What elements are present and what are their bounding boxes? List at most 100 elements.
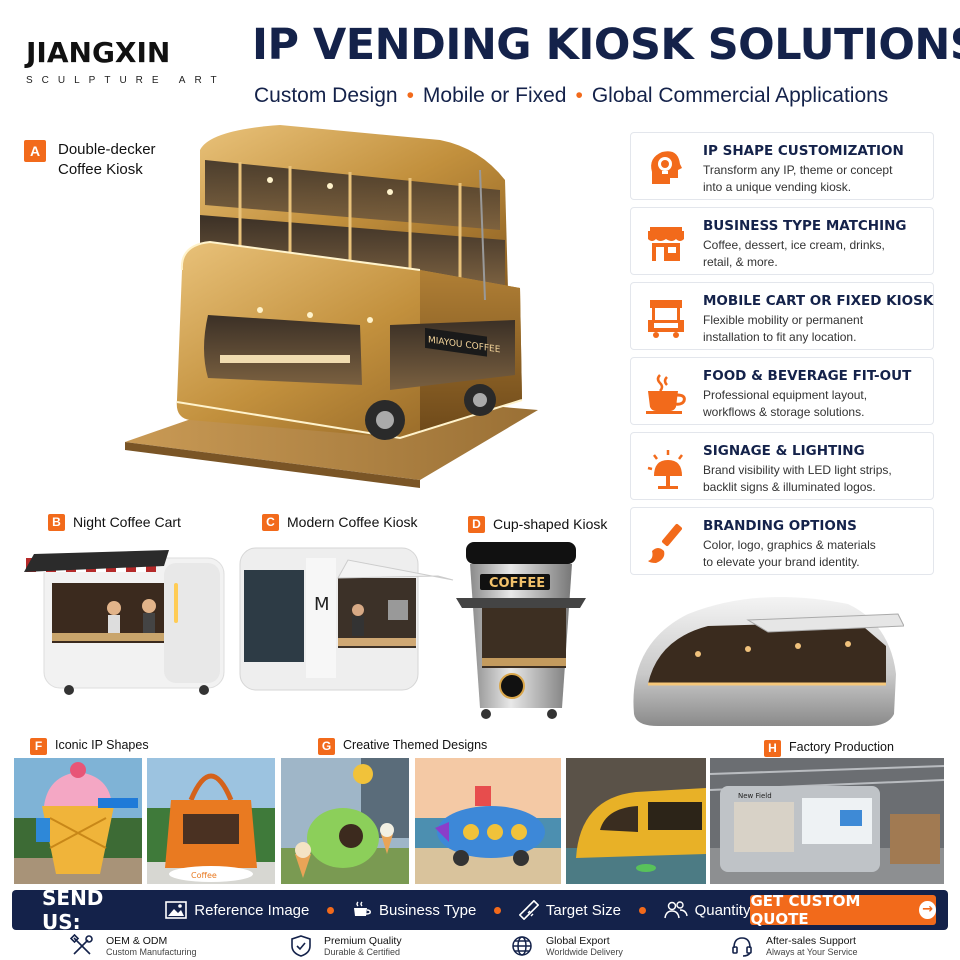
head-lightbulb-icon xyxy=(641,143,691,193)
feature-desc: to elevate your brand identity. xyxy=(703,555,860,569)
product-label-h: H Factory Production xyxy=(764,740,894,757)
creature-kiosk-photo xyxy=(281,758,409,884)
feature-title: BRANDING OPTIONS xyxy=(703,518,857,534)
feature-card-ip-shape: IP SHAPE CUSTOMIZATION Transform any IP,… xyxy=(630,132,934,200)
product-label-b: B Night Coffee Cart xyxy=(48,514,181,531)
product-label-c: C Modern Coffee Kiosk xyxy=(262,514,417,531)
feature-list: IP SHAPE CUSTOMIZATION Transform any IP,… xyxy=(630,132,934,582)
feature-desc: Color, logo, graphics & materials xyxy=(703,538,876,552)
feature-title: SIGNAGE & LIGHTING xyxy=(703,443,865,459)
footer-sub: Durable & Certified xyxy=(324,946,401,957)
bullet-dot: • xyxy=(406,84,414,107)
bullet-dot: • xyxy=(575,84,583,107)
feature-desc: into a unique vending kiosk. xyxy=(703,180,852,194)
brand-tagline: SCULPTURE ART xyxy=(26,75,226,86)
feature-desc: workflows & storage solutions. xyxy=(703,405,865,419)
subtitle-part-3: Global Commercial Applications xyxy=(591,84,889,107)
product-label-text: Iconic IP Shapes xyxy=(55,738,149,752)
product-label-text: Modern Coffee Kiosk xyxy=(287,514,418,530)
feature-title: IP SHAPE CUSTOMIZATION xyxy=(703,143,904,159)
ice-cream-kiosk-photo xyxy=(14,758,142,884)
svg-text:New Field: New Field xyxy=(738,792,772,800)
badge-b: B xyxy=(48,514,65,531)
hero-label-line-2: Coffee Kiosk xyxy=(58,161,143,178)
send-item-label: Target Size xyxy=(545,901,621,919)
footer-title: OEM & ODM xyxy=(106,934,168,947)
page-title: IP VENDING KIOSK SOLUTIONS xyxy=(252,20,960,70)
brand-name: JIANGXIN xyxy=(26,36,171,69)
bullet-dot xyxy=(327,906,334,914)
feature-desc: backlit signs & illuminated logos. xyxy=(703,480,876,494)
badge-h: H xyxy=(764,740,781,757)
badge-c: C xyxy=(262,514,279,531)
footer-sub: Always at Your Service xyxy=(766,946,858,957)
feature-desc: Brand visibility with LED light strips, xyxy=(703,463,892,477)
product-label-d: D Cup-shaped Kiosk xyxy=(468,516,607,533)
bullet-dot xyxy=(638,906,646,914)
send-us-title: SEND US: xyxy=(42,886,104,934)
quote-button-label: GET CUSTOM QUOTE xyxy=(750,892,861,928)
globe-icon xyxy=(512,936,532,956)
badge-a: A xyxy=(24,140,46,162)
feature-card-signage-lighting: SIGNAGE & LIGHTING Brand visibility with… xyxy=(630,432,934,500)
product-label-g: G Creative Themed Designs xyxy=(318,738,487,755)
feature-title: BUSINESS TYPE MATCHING xyxy=(703,218,907,234)
headset-icon xyxy=(732,937,752,957)
cup-sign-text: COFFEE xyxy=(489,576,545,591)
hero-label: A Double-decker Coffee Kiosk xyxy=(24,140,156,180)
ruler-icon xyxy=(518,900,539,920)
subtitle-part-2: Mobile or Fixed xyxy=(422,84,567,107)
storefront-icon xyxy=(641,218,691,268)
feature-desc: Professional equipment layout, xyxy=(703,388,868,402)
badge-f: F xyxy=(30,738,47,755)
svg-text:Coffee: Coffee xyxy=(191,871,217,880)
footer-title: Premium Quality xyxy=(324,934,402,947)
send-item-quantity: Quantity xyxy=(663,901,751,919)
product-label-text: Cup-shaped Kiosk xyxy=(493,516,608,532)
page-subtitle: Custom Design•Mobile or Fixed•Global Com… xyxy=(254,84,888,108)
footer-title: After-sales Support xyxy=(766,934,856,947)
submarine-kiosk-photo xyxy=(415,758,561,884)
double-decker-kiosk-image: MIAYOU COFFEE xyxy=(125,125,538,488)
feature-card-business-type: BUSINESS TYPE MATCHING Coffee, dessert, … xyxy=(630,207,934,275)
badge-d: D xyxy=(468,516,485,533)
get-custom-quote-button[interactable]: GET CUSTOM QUOTE → xyxy=(750,892,936,928)
feature-title: MOBILE CART OR FIXED KIOSK xyxy=(703,293,934,309)
feature-desc: Transform any IP, theme or concept xyxy=(703,163,893,177)
cart-icon xyxy=(641,293,691,343)
kiosk-logo-text: M xyxy=(314,594,330,615)
footer-sub: Worldwide Delivery xyxy=(546,946,623,957)
product-label-f: F Iconic IP Shapes xyxy=(30,738,149,755)
handbag-kiosk-photo: Coffee xyxy=(147,758,275,884)
night-coffee-cart-image xyxy=(24,550,225,695)
paintbrush-icon xyxy=(641,518,691,568)
product-label-text: Creative Themed Designs xyxy=(343,738,488,752)
feature-desc: Coffee, dessert, ice cream, drinks, xyxy=(703,238,885,252)
arrow-right-icon: → xyxy=(919,901,936,919)
send-item-business-type: Business Type xyxy=(352,901,476,919)
cup-shaped-kiosk-image: COFFEE xyxy=(456,542,586,719)
shield-icon xyxy=(291,935,311,957)
bullet-dot xyxy=(494,906,501,914)
feature-card-branding: BRANDING OPTIONS Color, logo, graphics &… xyxy=(630,507,934,575)
feature-desc: Flexible mobility or permanent xyxy=(703,313,864,327)
send-item-target-size: Target Size xyxy=(518,900,621,920)
footer-sub: Custom Manufacturing xyxy=(106,946,197,957)
modern-coffee-kiosk-image: M xyxy=(239,547,454,691)
feature-desc: retail, & more. xyxy=(703,255,778,269)
send-item-label: Quantity xyxy=(694,901,751,919)
footer-title: Global Export xyxy=(546,934,610,947)
product-label-text: Factory Production xyxy=(789,740,894,754)
feature-desc: installation to fit any location. xyxy=(703,330,857,344)
people-icon xyxy=(663,901,688,919)
futuristic-silver-kiosk-image xyxy=(633,596,904,726)
feature-card-mobile-fixed: MOBILE CART OR FIXED KIOSK Flexible mobi… xyxy=(630,282,934,350)
lamp-icon xyxy=(641,443,691,493)
coffee-icon xyxy=(354,901,371,916)
badge-g: G xyxy=(318,738,335,755)
feature-title: FOOD & BEVERAGE FIT-OUT xyxy=(703,368,912,384)
